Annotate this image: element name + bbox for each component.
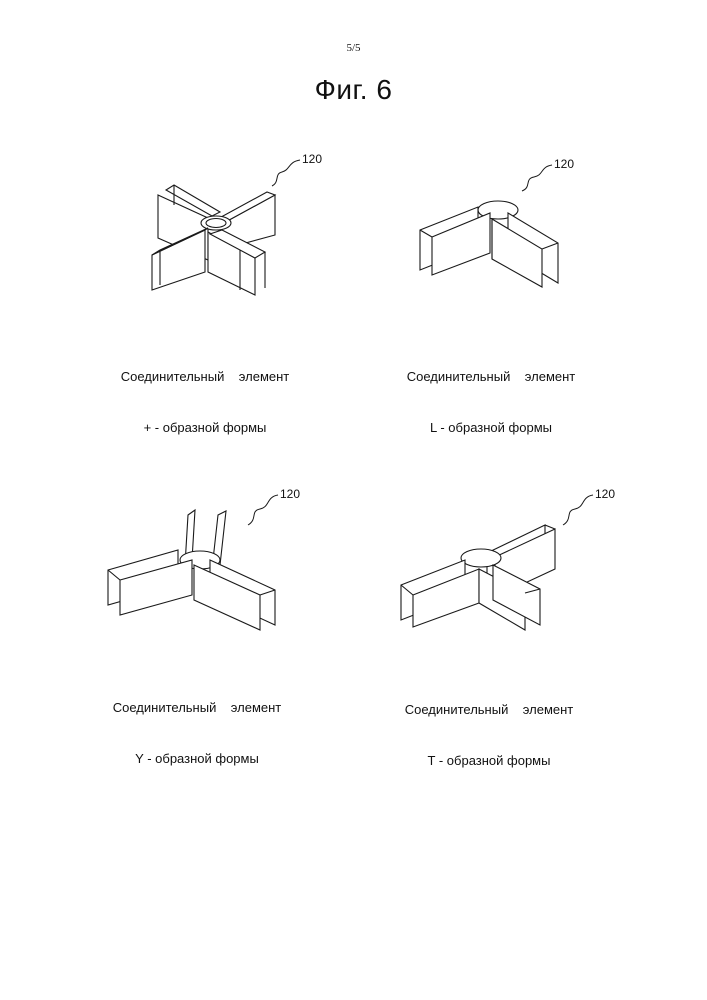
panel-l-connector: 120 (410, 155, 610, 295)
caption-line-2: T - образной формы (374, 752, 604, 769)
reference-number: 120 (280, 487, 300, 501)
figure-title: Фиг. 6 (0, 74, 707, 106)
leader-line (522, 165, 552, 191)
y-connector-drawing (100, 485, 320, 635)
panel-plus-connector: 120 (140, 150, 340, 310)
panel-y-connector: 120 (100, 485, 320, 635)
l-connector-drawing (410, 155, 610, 295)
caption-y-connector: Соединительный элемент Y - образной форм… (82, 665, 312, 784)
panel-t-connector: 120 (395, 485, 625, 635)
plus-connector-drawing (140, 150, 340, 310)
plate-edge (545, 525, 555, 529)
caption-t-connector: Соединительный элемент T - образной форм… (374, 667, 604, 786)
page-number: 5/5 (0, 42, 707, 54)
leader-line (248, 495, 278, 525)
caption-line-2: Y - образной формы (82, 750, 312, 767)
caption-line-2: L - образной формы (376, 419, 606, 436)
caption-line-1: Соединительный элемент (376, 368, 606, 385)
caption-line-2: + - образной формы (90, 419, 320, 436)
hub-inner (206, 219, 226, 228)
caption-line-1: Соединительный элемент (82, 699, 312, 716)
reference-number: 120 (595, 487, 615, 501)
reference-number: 120 (302, 152, 322, 166)
caption-plus-connector: Соединительный элемент + - образной форм… (90, 334, 320, 453)
leader-line (272, 160, 300, 186)
reference-number: 120 (554, 157, 574, 171)
leader-line (563, 495, 593, 525)
caption-line-1: Соединительный элемент (374, 701, 604, 718)
t-connector-drawing (395, 485, 625, 635)
hub-top (461, 549, 501, 567)
caption-line-1: Соединительный элемент (90, 368, 320, 385)
caption-l-connector: Соединительный элемент L - образной форм… (376, 334, 606, 453)
